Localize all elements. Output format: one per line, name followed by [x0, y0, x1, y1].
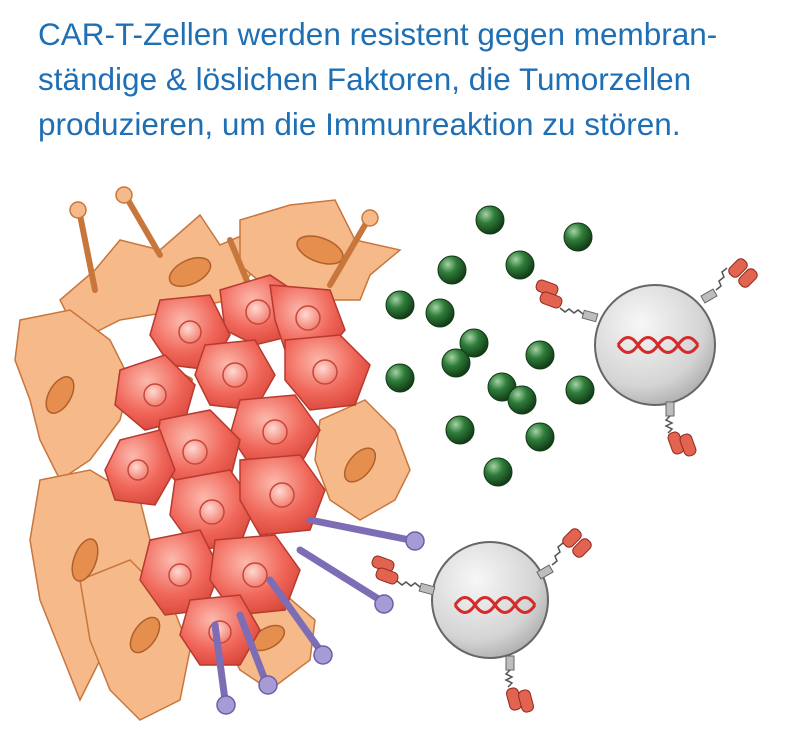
- caption-line-2: ständige & löslichen Faktoren, die Tumor…: [38, 61, 692, 97]
- soluble-factor-icon: [505, 250, 535, 280]
- inhibitory-ligands: [211, 516, 414, 704]
- car-receptor-icon: [536, 528, 592, 580]
- soluble-factor-icon: [441, 348, 471, 378]
- dna-icon: [616, 336, 700, 354]
- soluble-factor-icon: [483, 457, 513, 487]
- inhibitory-ligand-icon: [296, 546, 384, 604]
- inhibitory-ligand-icon: [266, 576, 324, 654]
- caption-line-1: CAR-T-Zellen werden resistent gegen memb…: [38, 16, 718, 52]
- soluble-factor-icon: [425, 298, 455, 328]
- soluble-factor-icon: [437, 255, 467, 285]
- caption: CAR-T-Zellen werden resistent gegen memb…: [38, 12, 798, 147]
- soluble-factor-icon: [385, 290, 415, 320]
- soluble-factor-icon: [563, 222, 593, 252]
- soluble-factor-icon: [459, 328, 489, 358]
- inhibitory-ligand-icon: [306, 516, 414, 544]
- car-t-cell-bottom: [371, 528, 592, 713]
- car-t-cell-top: [535, 258, 758, 457]
- tumor-nuclei: [127, 299, 338, 644]
- soluble-factor-icon: [525, 422, 555, 452]
- soluble-factor-icon: [475, 205, 505, 235]
- car-receptor-icon: [664, 401, 697, 457]
- car-receptor-icon: [371, 555, 436, 596]
- soluble-factor-icon: [385, 363, 415, 393]
- inhibitory-ligand-icon: [211, 621, 229, 704]
- caption-line-3: produzieren, um die Immunreaktion zu stö…: [38, 106, 681, 142]
- car-receptor-icon: [535, 279, 599, 323]
- dna-icon: [453, 596, 537, 614]
- soluble-factor-icon: [525, 340, 555, 370]
- car-receptor-icon: [700, 258, 758, 304]
- car-receptor-icon: [504, 655, 535, 713]
- inhibitory-ligand-heads: [216, 531, 425, 715]
- illustration: [14, 186, 758, 721]
- inhibitory-ligand-icon: [236, 611, 269, 684]
- soluble-factor-icon: [445, 415, 475, 445]
- stroma-nuclei: [45, 235, 377, 654]
- soluble-factor-icon: [565, 375, 595, 405]
- soluble-factors: [385, 205, 595, 487]
- soluble-factor-icon: [507, 385, 537, 415]
